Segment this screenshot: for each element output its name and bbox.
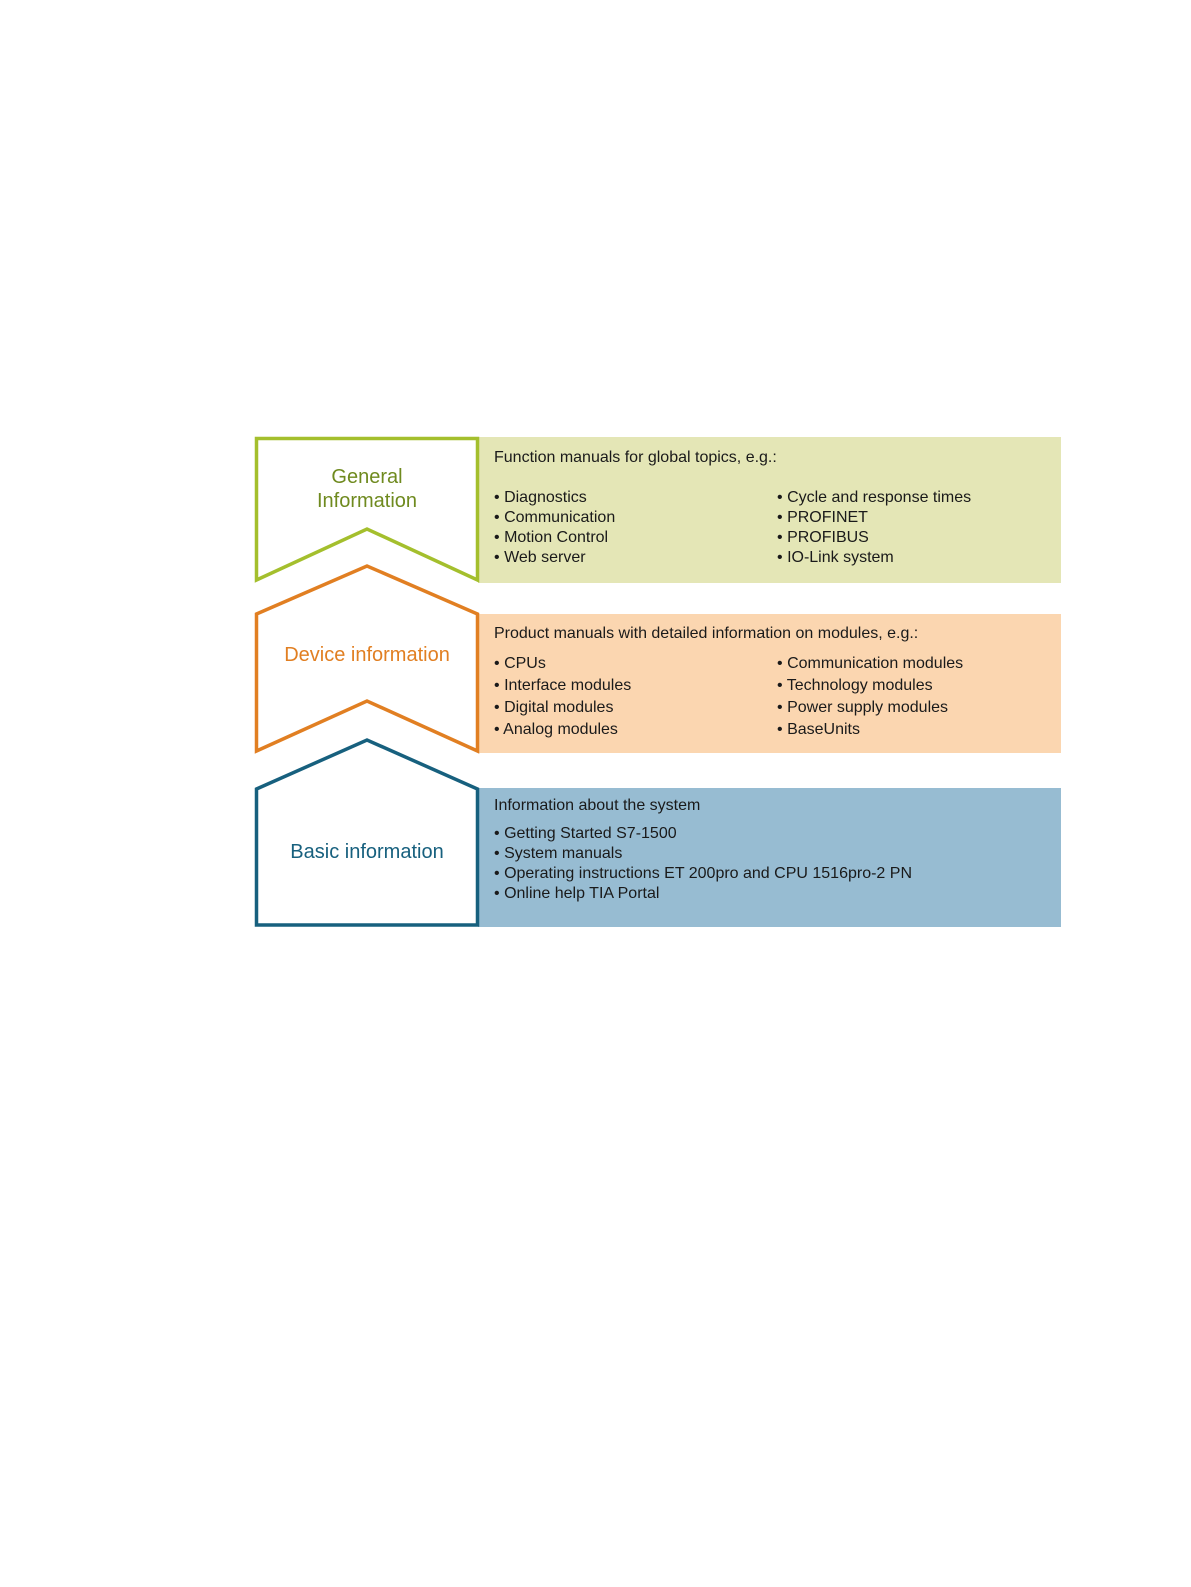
list-item: • Cycle and response times: [777, 489, 971, 506]
list-item: • CPUs: [494, 655, 546, 672]
basic-list: • Getting Started S7-1500 • System manua…: [494, 825, 912, 902]
list-item: • BaseUnits: [777, 721, 860, 738]
basic-information-panel: [478, 788, 1061, 927]
list-item: • Communication modules: [777, 655, 963, 672]
device-panel-heading: Product manuals with detailed informatio…: [494, 625, 918, 642]
general-information-label-line-1: General: [331, 466, 402, 488]
list-item: • PROFINET: [777, 509, 868, 526]
list-item: • Motion Control: [494, 529, 608, 546]
list-item: • Online help TIA Portal: [494, 885, 659, 902]
device-information-label: Device information: [284, 644, 450, 666]
general-information-label-line-2: Information: [317, 490, 417, 512]
list-item: • Getting Started S7-1500: [494, 825, 677, 842]
device-right-list: • Communication modules • Technology mod…: [777, 655, 963, 738]
general-information-shape: [254, 436, 480, 583]
basic-information-label: Basic information: [290, 841, 443, 863]
basic-panel-heading: Information about the system: [494, 797, 700, 814]
list-item: • Web server: [494, 549, 586, 566]
general-panel-heading: Function manuals for global topics, e.g.…: [494, 449, 777, 466]
device-left-list: • CPUs • Interface modules • Digital mod…: [494, 655, 631, 738]
basic-information-shape: [254, 738, 480, 927]
list-item: • Analog modules: [494, 721, 618, 738]
list-item: • Interface modules: [494, 677, 631, 694]
list-item: • Operating instructions ET 200pro and C…: [494, 865, 912, 882]
list-item: • Communication: [494, 509, 615, 526]
list-item: • PROFIBUS: [777, 529, 869, 546]
list-item: • Technology modules: [777, 677, 933, 694]
general-right-list: • Cycle and response times • PROFINET • …: [777, 489, 971, 566]
list-item: • Power supply modules: [777, 699, 948, 716]
general-information-panel: [478, 437, 1061, 583]
list-item: • IO-Link system: [777, 549, 894, 566]
list-item: • System manuals: [494, 845, 622, 862]
general-left-list: • Diagnostics • Communication • Motion C…: [494, 489, 615, 566]
list-item: • Digital modules: [494, 699, 613, 716]
device-information-shape: [254, 564, 480, 754]
device-information-panel: [478, 614, 1061, 753]
list-item: • Diagnostics: [494, 489, 587, 506]
